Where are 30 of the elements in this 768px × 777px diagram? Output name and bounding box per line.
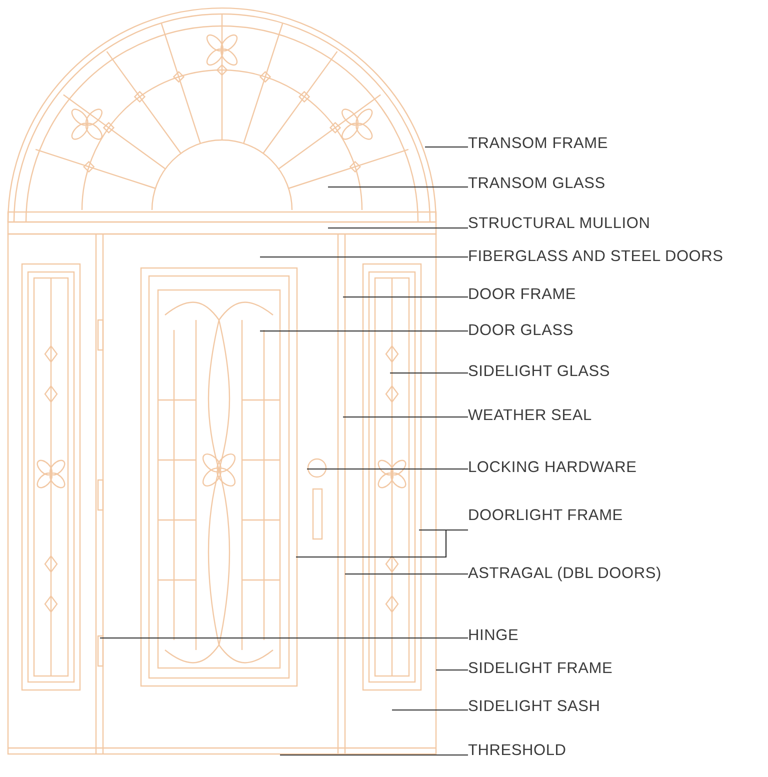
part-label: STRUCTURAL MULLION [468, 214, 650, 234]
leader-line [328, 227, 468, 229]
leader-line [260, 256, 468, 258]
part-label: WEATHER SEAL [468, 406, 592, 426]
part-label: SIDELIGHT FRAME [468, 659, 613, 679]
leader-line [307, 468, 468, 470]
part-label: THRESHOLD [468, 741, 566, 761]
leader-line [280, 754, 468, 756]
part-label: DOORLIGHT FRAME [468, 506, 623, 526]
leader-line [100, 637, 468, 639]
leader-line [260, 330, 468, 332]
part-label: HINGE [468, 626, 519, 646]
leader-line [425, 146, 468, 148]
leader-line [343, 296, 468, 298]
part-label: FIBERGLASS AND STEEL DOORS [468, 247, 724, 267]
leader-line [436, 669, 468, 671]
part-label: TRANSOM GLASS [468, 174, 606, 194]
leader-line [419, 529, 468, 531]
part-label: SIDELIGHT SASH [468, 697, 600, 717]
part-label: SIDELIGHT GLASS [468, 362, 610, 382]
leader-line [392, 709, 468, 711]
part-label: LOCKING HARDWARE [468, 458, 637, 478]
part-label: DOOR GLASS [468, 321, 574, 341]
part-label: TRANSOM FRAME [468, 134, 608, 154]
part-label: DOOR FRAME [468, 285, 576, 305]
leader-line [328, 186, 468, 188]
leader-line [345, 573, 468, 575]
leader-line [390, 372, 468, 374]
part-label: ASTRAGAL (DBL DOORS) [468, 564, 662, 584]
leader-line [343, 416, 468, 418]
